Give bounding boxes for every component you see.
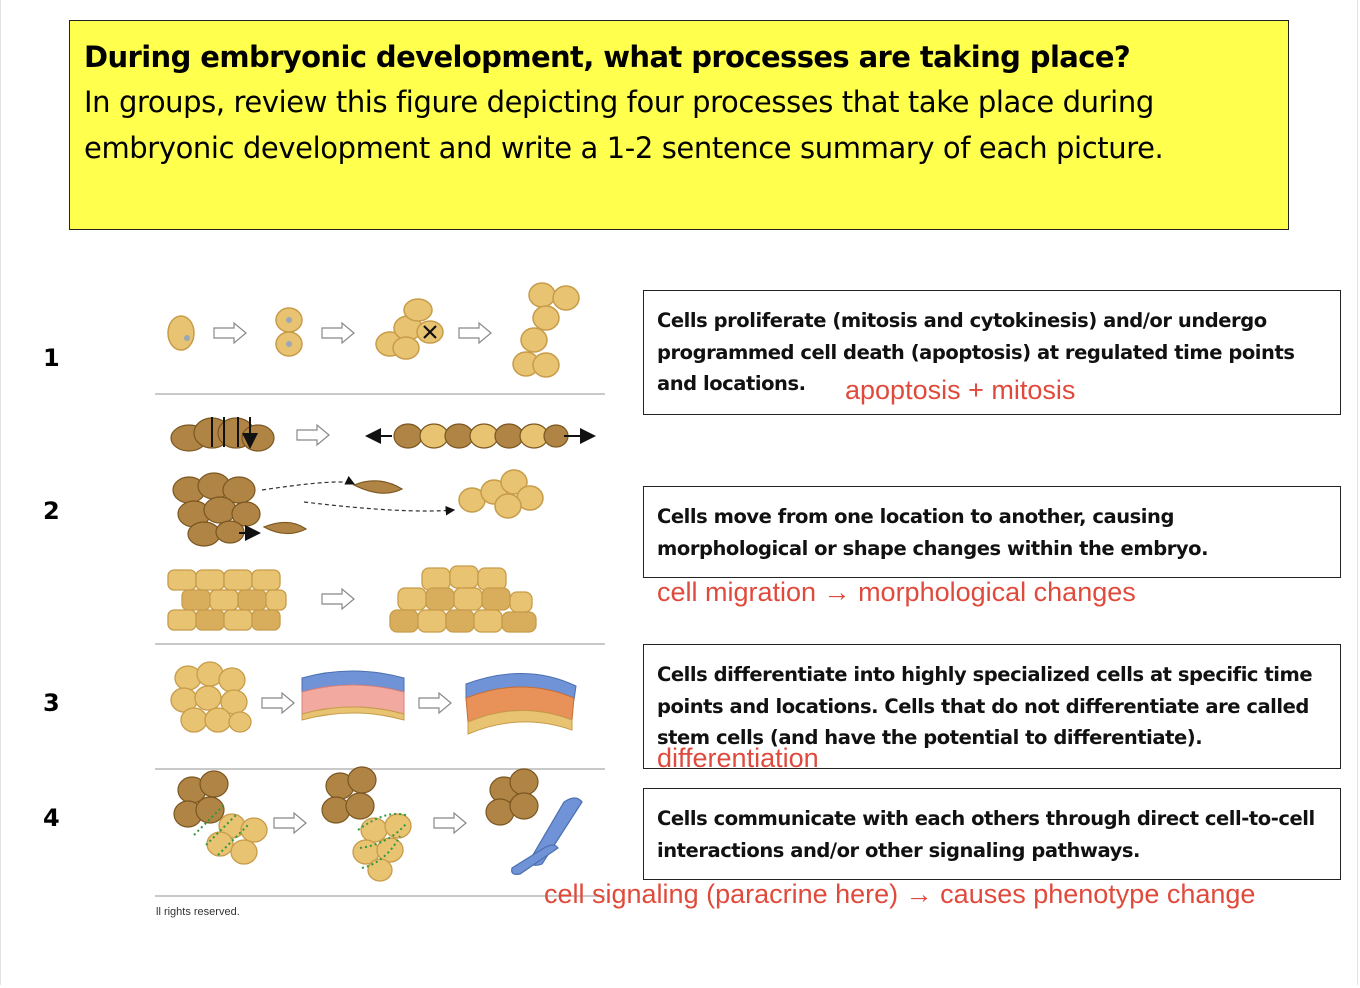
figure-divider <box>155 643 605 645</box>
description-text-3: Cells differentiate into highly speciali… <box>657 663 1313 749</box>
row-number-4: 4 <box>43 804 60 832</box>
description-text-2: Cells move from one location to another,… <box>657 505 1209 560</box>
figure-divider <box>155 393 605 395</box>
row-number-2: 2 <box>43 497 60 525</box>
migration-diagram <box>167 417 596 633</box>
description-box-2: Cells move from one location to another,… <box>643 486 1341 578</box>
annotation-3: differentiation <box>657 743 819 773</box>
prompt-title: During embryonic development, what proce… <box>84 40 1131 74</box>
copyright-note: ll rights reserved. <box>156 906 240 918</box>
description-box-4: Cells communicate with each others throu… <box>643 788 1341 880</box>
description-text-4: Cells communicate with each others throu… <box>657 807 1315 862</box>
row-number-3: 3 <box>43 689 60 717</box>
development-figure <box>167 282 596 882</box>
annotation-1: apoptosis + mitosis <box>845 375 1076 405</box>
figure-divider <box>155 895 605 897</box>
differentiation-diagram <box>170 661 577 735</box>
description-box-3: Cells differentiate into highly speciali… <box>643 644 1341 769</box>
prompt-box: During embryonic development, what proce… <box>69 20 1289 230</box>
proliferation-diagram <box>167 282 580 378</box>
description-text-1: Cells proliferate (mitosis and cytokines… <box>657 309 1295 395</box>
row-number-1: 1 <box>43 344 60 372</box>
annotation-2: cell migration → morphological changes <box>657 577 1136 607</box>
description-box-1: Cells proliferate (mitosis and cytokines… <box>643 290 1341 415</box>
figure-divider <box>155 768 605 770</box>
prompt-body: In groups, review this figure depicting … <box>84 85 1164 165</box>
annotation-4: cell signaling (paracrine here) → causes… <box>544 879 1256 909</box>
signaling-diagram <box>173 766 583 882</box>
